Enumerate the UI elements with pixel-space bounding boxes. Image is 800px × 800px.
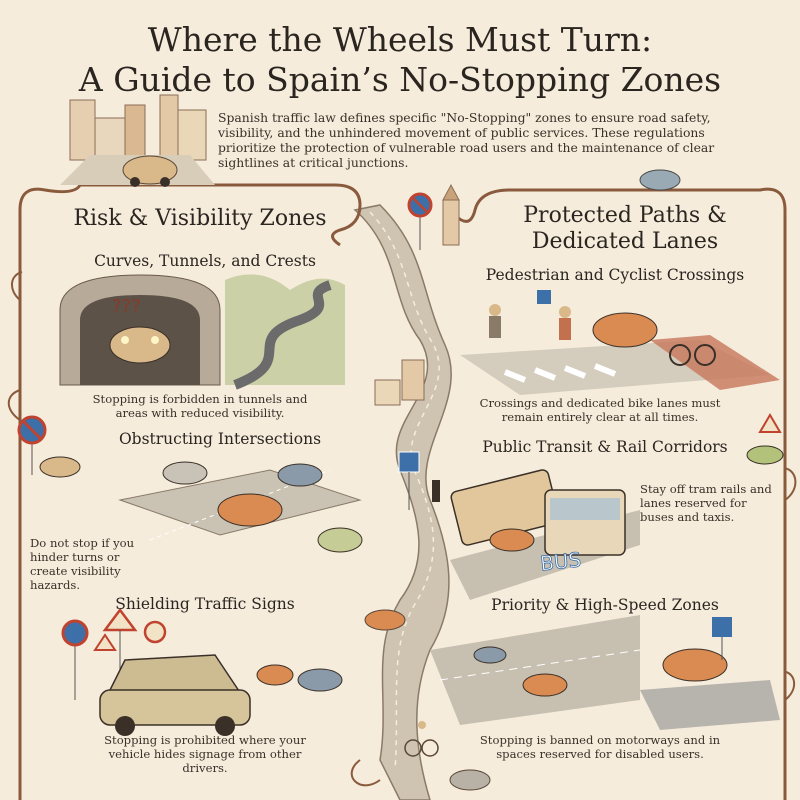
winding-road (353, 204, 452, 800)
right-panel-heading-line2: Dedicated Lanes (531, 229, 719, 254)
hilltop-town (374, 359, 425, 406)
pedestrian-sign-mid (398, 451, 420, 510)
left-frame (18, 183, 362, 800)
section-title-signs: Shielding Traffic Signs (115, 595, 295, 613)
no-parking-sign-left (17, 415, 47, 475)
caption-priority: Stopping is banned on motorways and in s… (479, 733, 721, 761)
question-marks: ??? (112, 296, 141, 317)
car-blocking-signs (99, 654, 343, 736)
grey-car-bottom (449, 769, 491, 791)
caption-intersections: Do not stop if you hinder turns or creat… (30, 536, 135, 592)
caption-curves: Stopping is forbidden in tunnels and are… (92, 392, 308, 420)
caption-transit: Stay off tram rails and lanes reserved f… (640, 482, 772, 524)
motorway-illustration (430, 615, 780, 730)
car-on-road (364, 609, 406, 631)
section-title-transit: Public Transit & Rail Corridors (482, 438, 728, 456)
tunnel-illustration (59, 274, 221, 386)
tram-bus-illustration: BUS (432, 469, 640, 600)
no-stopping-sign-top (407, 192, 433, 250)
cyclist-on-road (404, 721, 439, 757)
caption-signs: Stopping is prohibited where your vehicl… (104, 733, 306, 775)
traffic-signs-cluster (61, 607, 167, 700)
intersection-illustration (39, 456, 363, 553)
page-title-line2: A Guide to Spain’s No-Stopping Zones (78, 60, 722, 99)
town-illustration (60, 94, 215, 187)
crossing-illustration (460, 290, 780, 395)
winding-mountain-road (225, 274, 345, 390)
bus-lane-text: BUS (539, 547, 582, 575)
small-car-top-right (639, 169, 681, 191)
warning-sign-right (746, 413, 784, 465)
section-title-intersections: Obstructing Intersections (118, 430, 322, 448)
intro-paragraph: Spanish traffic law defines specific "No… (218, 110, 715, 170)
right-panel-heading-line1: Protected Paths & (523, 203, 727, 228)
page-title-line1: Where the Wheels Must Turn: (147, 20, 653, 59)
section-title-curves: Curves, Tunnels, and Crests (94, 252, 316, 270)
left-panel-heading: Risk & Visibility Zones (73, 206, 327, 231)
section-title-crossings: Pedestrian and Cyclist Crossings (485, 266, 745, 284)
section-title-priority: Priority & High-Speed Zones (491, 596, 719, 614)
caption-crossings: Crossings and dedicated bike lanes must … (479, 396, 721, 424)
right-frame (453, 187, 787, 800)
church-tower (442, 183, 460, 246)
